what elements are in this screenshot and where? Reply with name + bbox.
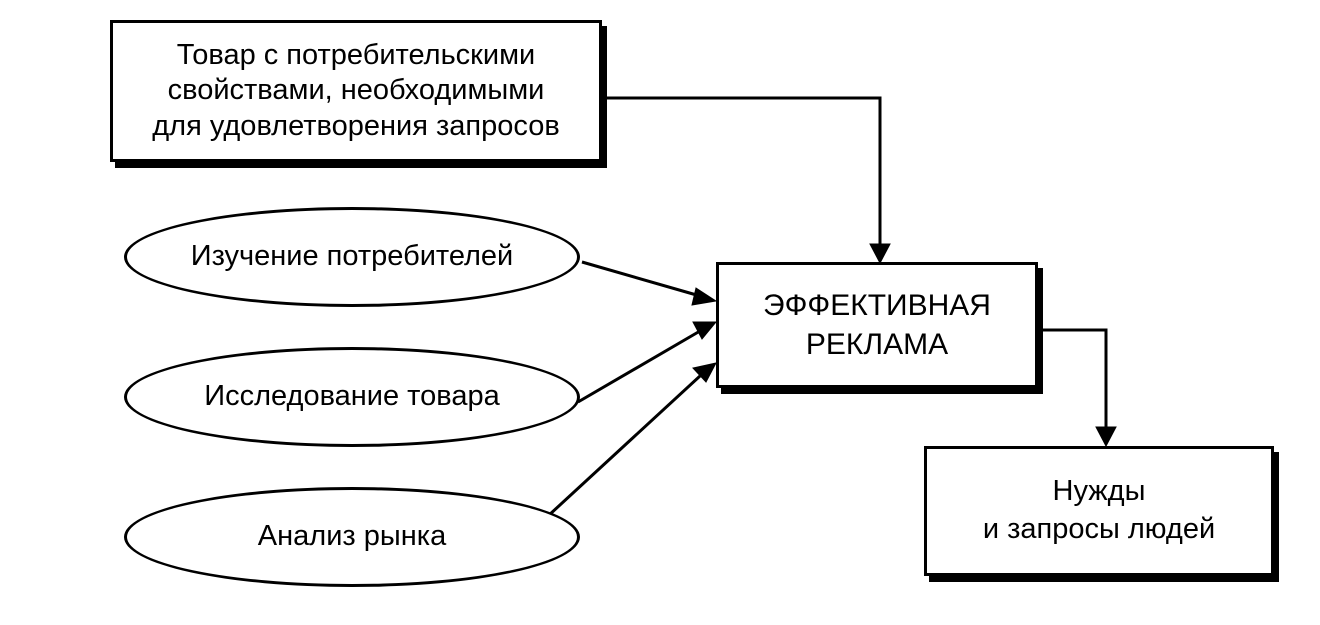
arrow-consumers-to-ad xyxy=(581,260,701,298)
product-box-label: Товар с потребительскими свойствами, нео… xyxy=(152,38,560,142)
arrow-ad-to-needs xyxy=(1038,328,1108,428)
effective-ad-box: ЭФФЕКТИВНАЯ РЕКЛАМА xyxy=(716,262,1038,388)
market-analysis-oval: Анализ рынка xyxy=(124,487,580,587)
arrow-product-to-ad xyxy=(602,96,882,245)
arrowhead-goods xyxy=(692,321,718,340)
product-box: Товар с потребительскими свойствами, нео… xyxy=(110,20,602,162)
arrowhead-market xyxy=(692,362,717,383)
needs-box: Нужды и запросы людей xyxy=(924,446,1274,576)
consumer-study-oval: Изучение потребителей xyxy=(124,207,580,307)
arrowhead-consumers xyxy=(691,287,718,306)
needs-box-label: Нужды и запросы людей xyxy=(982,475,1216,545)
arrow-market-to-ad xyxy=(546,374,702,518)
arrowhead-product xyxy=(869,243,891,265)
product-research-oval: Исследование товара xyxy=(124,347,580,447)
product-research-label: Исследование товара xyxy=(204,380,500,413)
arrowhead-needs xyxy=(1095,426,1117,448)
market-analysis-label: Анализ рынка xyxy=(257,520,447,553)
consumer-study-label: Изучение потребителей xyxy=(190,240,514,273)
arrow-goods-to-ad xyxy=(577,329,701,404)
effective-ad-label: ЭФФЕКТИВНАЯ РЕКЛАМА xyxy=(763,289,991,361)
